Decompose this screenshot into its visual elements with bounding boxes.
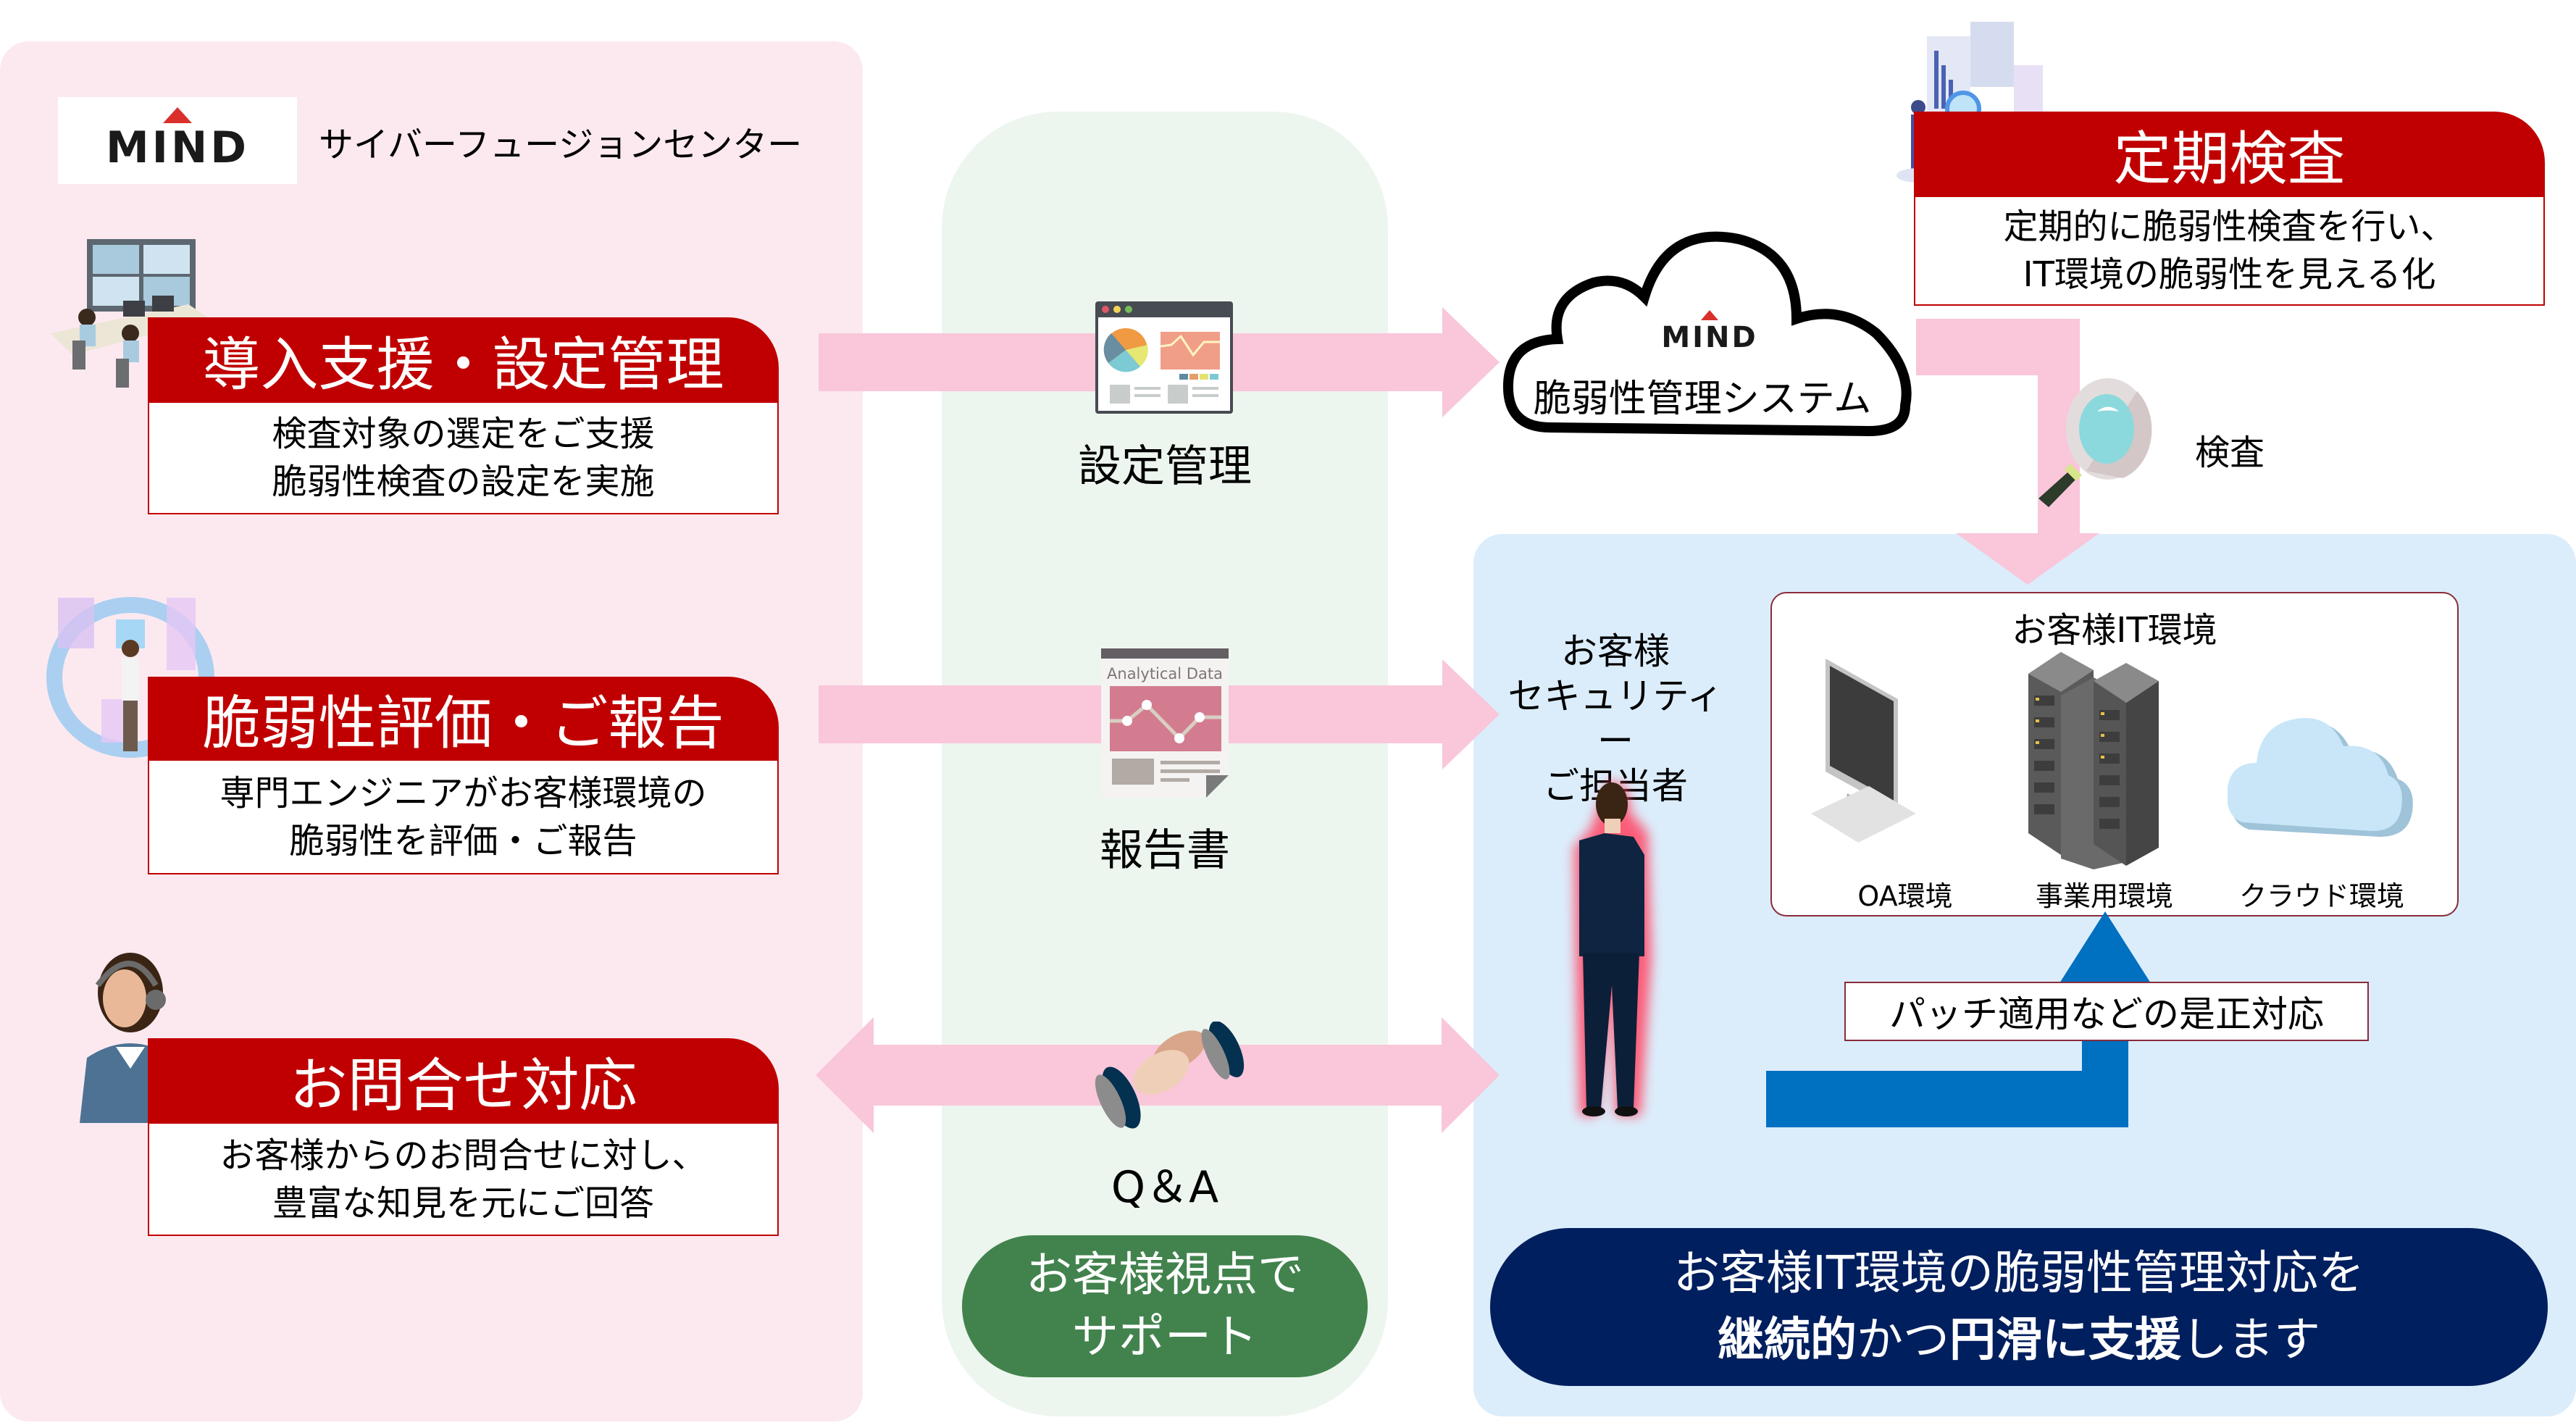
- service-card-header: 脆弱性評価・ご報告: [148, 677, 779, 761]
- customer-viewpoint-pill: お客様視点で サポート: [962, 1235, 1368, 1377]
- service-card-line: 豊富な知見を元にご回答: [272, 1182, 655, 1224]
- magnifier-icon: [2038, 378, 2152, 507]
- service-card-line: 脆弱性検査の設定を実施: [272, 462, 655, 502]
- summary-line-1: お客様IT環境の脆弱性管理対応を: [1673, 1247, 2364, 1300]
- contact-line: セキュリティー: [1507, 675, 1723, 762]
- desktop-computer-icon: [1811, 659, 1916, 843]
- report-icon-caption: Analytical Data: [1107, 665, 1223, 682]
- logo-triangle-icon: [163, 107, 192, 123]
- service-card-line: 専門エンジニアがお客様環境の: [219, 772, 707, 814]
- customer-contact-label: お客様 セキュリティー ご担当者: [1492, 629, 1739, 809]
- handshake-icon: [1095, 1022, 1245, 1129]
- service-card-body: 検査対象の選定をご支援 脆弱性検査の設定を実施: [148, 403, 779, 514]
- service-card-line: 検査対象の選定をご支援: [272, 414, 655, 454]
- service-card-body: 専門エンジニアがお客様環境の 脆弱性を評価・ご報告: [148, 761, 779, 874]
- org-name: サイバーフュージョンセンター: [319, 125, 803, 165]
- summary-emphasis: 円滑に支援: [1949, 1314, 2181, 1367]
- flow-label-report: 報告書: [1100, 825, 1230, 876]
- mind-logo: MIND: [58, 97, 297, 184]
- periodic-check-line: 定期的に脆弱性検査を行い、: [2003, 206, 2456, 247]
- cloud-icon: [2228, 718, 2413, 837]
- it-item-label: クラウド環境: [2238, 880, 2404, 912]
- summary-text: かつ: [1857, 1314, 1949, 1367]
- it-item-label: 事業用環境: [2035, 880, 2173, 912]
- analytical-report-icon: Analytical Data: [1101, 648, 1229, 798]
- dashboard-window-icon: [1095, 301, 1233, 414]
- periodic-check-body: 定期的に脆弱性検査を行い、 IT環境の脆弱性を見える化: [1914, 197, 2545, 306]
- pill-line: サポート: [1072, 1311, 1258, 1364]
- summary-line-2: 継続的かつ円滑に支援します: [1718, 1307, 2320, 1374]
- operators-at-monitors-illustration: [51, 239, 210, 388]
- flow-label-qa: Q＆A: [1111, 1162, 1219, 1213]
- summary-pill: お客様IT環境の脆弱性管理対応を 継続的かつ円滑に支援します: [1490, 1228, 2548, 1386]
- contact-line: お客様: [1561, 630, 1670, 672]
- logo-triangle-icon: [1701, 310, 1718, 320]
- it-item-label: OA環境: [1857, 880, 1953, 912]
- pill-line: お客様視点で: [1026, 1248, 1304, 1302]
- service-card-body: お客様からのお問合せに対し、 豊富な知見を元にご回答: [148, 1124, 779, 1236]
- periodic-check-header: 定期検査: [1914, 112, 2545, 197]
- service-card-line: 脆弱性を評価・ご報告: [289, 820, 637, 861]
- periodic-check-line: IT環境の脆弱性を見える化: [2023, 254, 2436, 295]
- summary-emphasis: 継続的: [1718, 1314, 1857, 1367]
- service-card-header: 導入支援・設定管理: [148, 317, 779, 403]
- cloud-system-label: 脆弱性管理システム: [1533, 377, 1872, 421]
- remediation-label: パッチ適用などの是正対応: [1844, 982, 2369, 1041]
- security-officer-illustration: [1574, 782, 1652, 1116]
- vulnerability-system-cloud-icon: [1502, 231, 1912, 437]
- server-rack-icon: [2028, 652, 2159, 869]
- flow-label-settings: 設定管理: [1078, 441, 1252, 492]
- inspection-arrow: [1916, 319, 2099, 585]
- service-card-header: お問合せ対応: [148, 1038, 779, 1124]
- remediation-arrow: [1766, 911, 2156, 1127]
- it-environment-title: お客様IT環境: [2012, 610, 2217, 651]
- cloud-mind-logo: MIND: [1623, 310, 1797, 352]
- service-card-line: お客様からのお問合せに対し、: [219, 1135, 707, 1176]
- summary-text: します: [2181, 1314, 2320, 1367]
- inspection-label: 検査: [2195, 433, 2265, 473]
